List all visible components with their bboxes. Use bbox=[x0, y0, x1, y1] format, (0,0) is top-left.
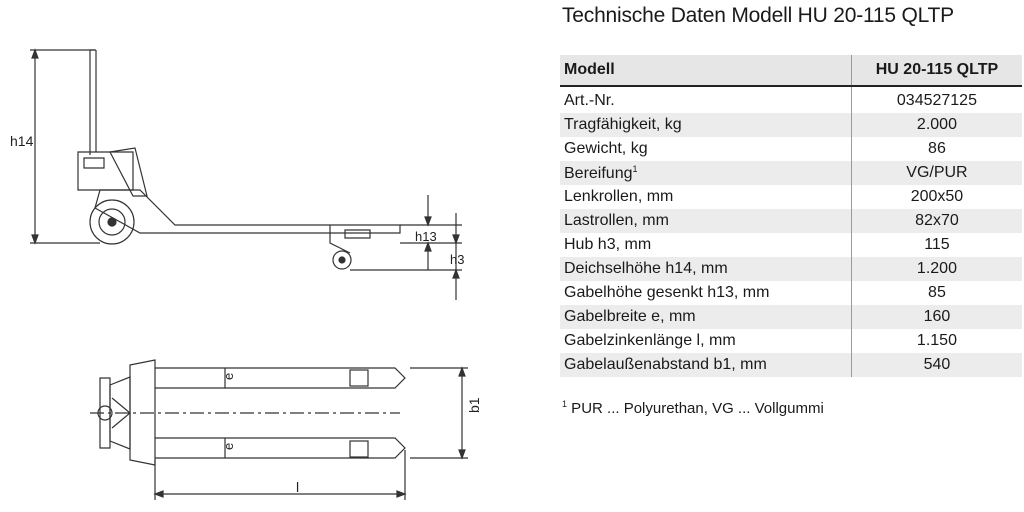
table-row: Deichselhöhe h14, mm 1.200 bbox=[560, 257, 1022, 281]
h3-label: h3 bbox=[450, 252, 464, 267]
row-label: Tragfähigkeit, kg bbox=[560, 113, 852, 137]
pallet-truck-drawing: h14 h13 h3 e e b1 l bbox=[10, 48, 482, 500]
row-value: 86 bbox=[850, 137, 1022, 161]
footnote: 1 PUR ... Polyurethan, VG ... Vollgummi bbox=[562, 399, 824, 417]
row-value: 200x50 bbox=[850, 185, 1022, 209]
e-top-label: e bbox=[221, 373, 236, 380]
table-row: Lenkrollen, mm 200x50 bbox=[560, 185, 1022, 209]
row-value: 115 bbox=[850, 233, 1022, 257]
row-value: 034527125 bbox=[850, 86, 1022, 113]
row-label: Lenkrollen, mm bbox=[560, 185, 852, 209]
table-row: Gabelbreite e, mm 160 bbox=[560, 305, 1022, 329]
b1-label: b1 bbox=[466, 397, 482, 413]
page-title: Technische Daten Modell HU 20-115 QLTP bbox=[562, 4, 954, 27]
row-value: 82x70 bbox=[850, 209, 1022, 233]
load-roller bbox=[332, 250, 352, 270]
table-row: Gabelzinkenlänge l, mm 1.150 bbox=[560, 329, 1022, 353]
row-label: Deichselhöhe h14, mm bbox=[560, 257, 852, 281]
row-label: Art.-Nr. bbox=[560, 86, 852, 113]
table-row: Hub h3, mm 115 bbox=[560, 233, 1022, 257]
row-label: Gabelbreite e, mm bbox=[560, 305, 852, 329]
row-label: Hub h3, mm bbox=[560, 233, 852, 257]
footnote-text: PUR ... Polyurethan, VG ... Vollgummi bbox=[567, 400, 824, 417]
h13-label: h13 bbox=[415, 229, 437, 244]
row-label: Gabelzinkenlänge l, mm bbox=[560, 329, 852, 353]
table-row: Gewicht, kg 86 bbox=[560, 137, 1022, 161]
row-value: 85 bbox=[850, 281, 1022, 305]
header-model: Modell bbox=[560, 55, 852, 87]
table-row: Lastrollen, mm 82x70 bbox=[560, 209, 1022, 233]
l-label: l bbox=[296, 479, 299, 495]
row-label: Lastrollen, mm bbox=[560, 209, 852, 233]
table-row: Art.-Nr. 034527125 bbox=[560, 86, 1022, 113]
row-value: 1.150 bbox=[850, 329, 1022, 353]
header-model-name: HU 20-115 QLTP bbox=[850, 55, 1022, 87]
row-value: 2.000 bbox=[850, 113, 1022, 137]
footnote-number: 1 bbox=[562, 399, 568, 409]
spec-table: Modell HU 20-115 QLTP Art.-Nr. 034527125… bbox=[560, 55, 1022, 377]
h14-label: h14 bbox=[10, 133, 34, 149]
row-value: VG/PUR bbox=[850, 161, 1022, 185]
footnote-marker: 1 bbox=[632, 163, 638, 174]
table-row: Gabelhöhe gesenkt h13, mm 85 bbox=[560, 281, 1022, 305]
e-bottom-label: e bbox=[221, 443, 236, 450]
table-header-row: Modell HU 20-115 QLTP bbox=[560, 55, 1022, 87]
row-label: Gewicht, kg bbox=[560, 137, 852, 161]
row-label: Gabelaußenabstand b1, mm bbox=[560, 353, 852, 377]
row-value: 1.200 bbox=[850, 257, 1022, 281]
table-row: Gabelaußenabstand b1, mm 540 bbox=[560, 353, 1022, 377]
table-row: Tragfähigkeit, kg 2.000 bbox=[560, 113, 1022, 137]
row-label: Gabelhöhe gesenkt h13, mm bbox=[560, 281, 852, 305]
row-label: Bereifung1 bbox=[560, 161, 852, 185]
handle-pivot bbox=[97, 405, 113, 421]
row-value: 160 bbox=[850, 305, 1022, 329]
steer-wheel bbox=[89, 199, 135, 245]
table-row: Bereifung1 VG/PUR bbox=[560, 161, 1022, 185]
row-label-text: Bereifung bbox=[564, 164, 633, 182]
row-value: 540 bbox=[850, 353, 1022, 377]
